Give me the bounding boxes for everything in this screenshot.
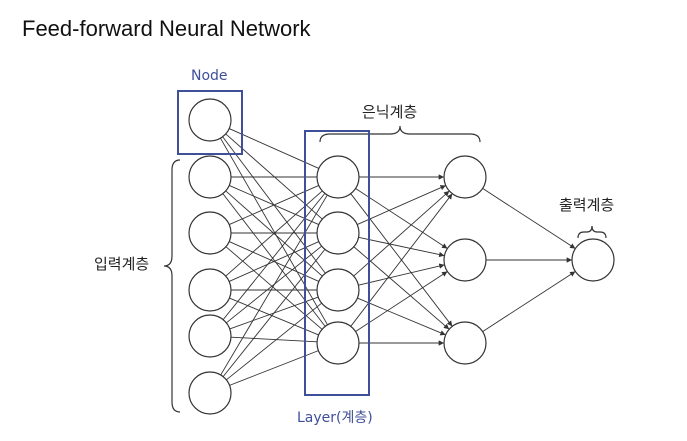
edge-input-1-to-hidden1-3: [222, 193, 326, 327]
hidden1-node-4: [316, 321, 360, 365]
input-node-1: [188, 98, 232, 142]
node-label: Node: [191, 68, 228, 84]
connection-edges: [220, 128, 576, 386]
input-node-4: [188, 268, 232, 312]
diagram-title: Feed-forward Neural Network: [22, 16, 312, 41]
edge-input-3-to-hidden1-0: [225, 190, 323, 277]
hidden2-node-1: [443, 155, 487, 199]
hidden-layers-brace: [319, 125, 481, 143]
layer-label: Layer(계층): [297, 410, 373, 426]
edge-hidden1-2-to-hidden2-0: [353, 190, 450, 277]
edge-input-2-to-hidden1-0: [229, 185, 319, 225]
edge-hidden1-1-to-hidden2-0: [357, 185, 446, 225]
edge-input-0-to-hidden1-3: [220, 137, 328, 326]
input-node-2: [188, 155, 232, 199]
input-node-5: [188, 314, 232, 358]
input-layer-brace: [163, 159, 181, 413]
network-nodes: [188, 98, 615, 415]
hidden1-node-1: [316, 155, 360, 199]
edge-hidden1-2-to-hidden2-2: [357, 297, 446, 336]
output-layer-label: 출력계층: [559, 196, 614, 214]
edge-input-5-to-hidden1-0: [220, 194, 328, 376]
edge-input-0-to-hidden1-0: [228, 128, 320, 169]
edge-input-5-to-hidden1-1: [222, 249, 326, 377]
edge-input-4-to-hidden1-3: [230, 336, 318, 343]
layer-highlight-box: [304, 130, 370, 396]
output-layer-brace: [577, 225, 607, 239]
edge-hidden1-3-to-hidden2-1: [355, 271, 448, 332]
output-node-1: [571, 238, 615, 282]
edge-input-0-to-hidden1-1: [225, 133, 323, 220]
edge-hidden1-2-to-hidden2-1: [358, 263, 445, 286]
hidden1-node-2: [316, 211, 360, 255]
edge-input-4-to-hidden1-0: [222, 193, 326, 320]
edge-input-3-to-hidden1-3: [229, 297, 319, 336]
input-layer-label: 입력계층: [94, 255, 149, 273]
edge-hidden1-1-to-hidden2-1: [358, 236, 445, 258]
input-node-6: [188, 371, 232, 415]
hidden2-node-3: [443, 321, 487, 365]
hidden-layers-label: 은닉계층: [362, 103, 417, 121]
edge-hidden1-3-to-hidden2-0: [350, 193, 453, 327]
edge-hidden2-2-to-output-0: [482, 271, 576, 332]
edge-hidden2-0-to-output-0: [482, 188, 576, 249]
edge-hidden1-0-to-hidden2-1: [355, 188, 448, 249]
hidden1-node-3: [316, 268, 360, 312]
node-highlight-box: [177, 90, 243, 155]
input-node-3: [188, 211, 232, 255]
edge-input-3-to-hidden1-1: [228, 241, 320, 282]
hidden2-node-2: [443, 238, 487, 282]
edge-input-5-to-hidden1-3: [229, 350, 319, 386]
